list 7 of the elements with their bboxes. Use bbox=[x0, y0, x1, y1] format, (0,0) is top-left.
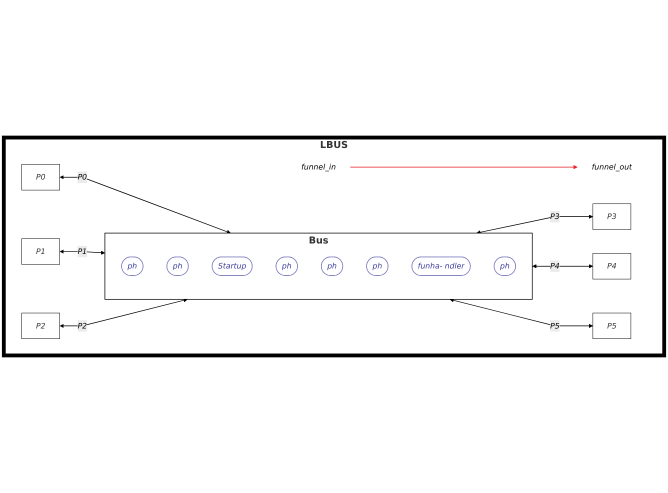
arrow bbox=[476, 214, 594, 234]
arrow bbox=[60, 175, 231, 234]
arrow bbox=[60, 298, 188, 328]
arrow bbox=[532, 264, 594, 268]
arrow bbox=[450, 298, 594, 328]
arrow bbox=[350, 165, 578, 170]
arrow bbox=[60, 249, 106, 255]
